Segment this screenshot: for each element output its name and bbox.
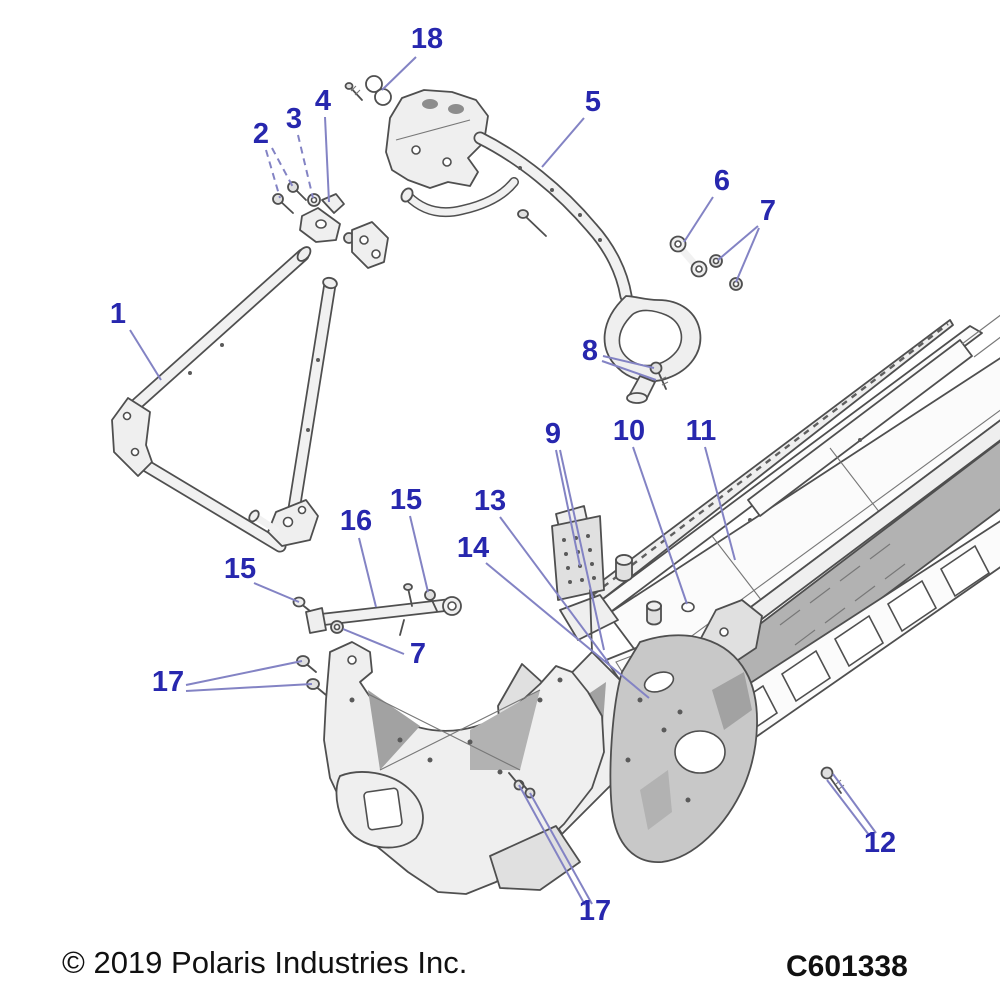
part-support-link <box>669 235 708 278</box>
callout-7: 7 <box>410 638 426 670</box>
callout-10: 10 <box>613 415 645 447</box>
frame-left-bracket <box>111 397 153 477</box>
callout-15: 15 <box>224 553 256 585</box>
leader-line-14 <box>485 562 650 699</box>
leader-line-18 <box>381 56 417 91</box>
link-plate <box>351 221 389 269</box>
callout-11: 11 <box>686 415 717 447</box>
side-panel-vents <box>779 543 906 646</box>
callout-1: 1 <box>110 298 126 330</box>
leader-line-17 <box>518 784 586 906</box>
leader-line-17 <box>185 660 303 686</box>
leader-line-12 <box>832 773 877 834</box>
leader-line-5 <box>541 117 585 168</box>
callout-9: 9 <box>545 418 561 450</box>
leader-line-9 <box>559 449 605 651</box>
leader-line-2 <box>265 149 281 199</box>
diagram-code: C601338 <box>786 950 908 983</box>
part-tunnel-assembly <box>497 314 1000 863</box>
leader-line-15 <box>409 515 429 593</box>
leader-line-10 <box>632 446 688 605</box>
leader-line-11 <box>704 446 736 561</box>
rubber-bumper <box>681 601 695 613</box>
leader-line-9 <box>555 449 581 567</box>
leader-line-4 <box>324 116 330 203</box>
part-cross-shaft <box>292 583 462 636</box>
callout-6: 6 <box>714 165 730 197</box>
callout-7: 7 <box>760 195 776 227</box>
leader-line-16 <box>358 537 377 608</box>
leader-line-8 <box>601 360 657 381</box>
leader-line-2 <box>271 147 295 190</box>
callout-14: 14 <box>457 532 489 564</box>
callout-17: 17 <box>152 666 184 698</box>
leader-line-15 <box>253 582 300 603</box>
callout-3: 3 <box>286 103 302 135</box>
callout-17: 17 <box>579 895 611 927</box>
bolt-15-right <box>424 589 438 612</box>
leader-line-13 <box>499 516 609 663</box>
leader-line-12 <box>826 779 870 836</box>
leader-line-1 <box>129 329 162 381</box>
callout-16: 16 <box>340 505 372 537</box>
leader-line-8 <box>602 355 655 369</box>
leader-line-7 <box>735 227 760 283</box>
callout-leader-lines <box>129 56 877 906</box>
part-retaining-rings <box>344 75 392 106</box>
frame-clevis <box>248 499 319 547</box>
front-bolts <box>296 655 327 696</box>
leader-line-7 <box>342 628 405 655</box>
part-steering-support <box>385 89 702 404</box>
tunnel-bolt <box>820 766 845 794</box>
callout-12: 12 <box>864 827 896 859</box>
leader-line-17 <box>185 683 313 692</box>
callout-8: 8 <box>582 335 598 367</box>
bulkhead-plate <box>609 634 758 863</box>
callout-2: 2 <box>253 118 269 150</box>
callout-5: 5 <box>585 86 601 118</box>
callout-13: 13 <box>474 485 506 517</box>
leader-line-6 <box>683 196 714 243</box>
leader-line-17 <box>529 792 593 905</box>
part-front-frame <box>111 246 338 553</box>
part-front-bulkhead <box>296 641 605 895</box>
part-mount-bracket-cluster <box>272 181 389 269</box>
leader-line-7 <box>717 225 759 261</box>
flange-nut-7-bottom <box>330 620 344 634</box>
callout-18: 18 <box>411 23 443 55</box>
spacer-15-left <box>292 596 311 612</box>
callout-15: 15 <box>390 484 422 516</box>
leader-line-3 <box>297 134 314 199</box>
diagram-artwork <box>111 75 1000 895</box>
part-flange-nuts <box>709 254 743 291</box>
callout-4: 4 <box>315 85 331 117</box>
copyright-text: © 2019 Polaris Industries Inc. <box>62 945 467 980</box>
